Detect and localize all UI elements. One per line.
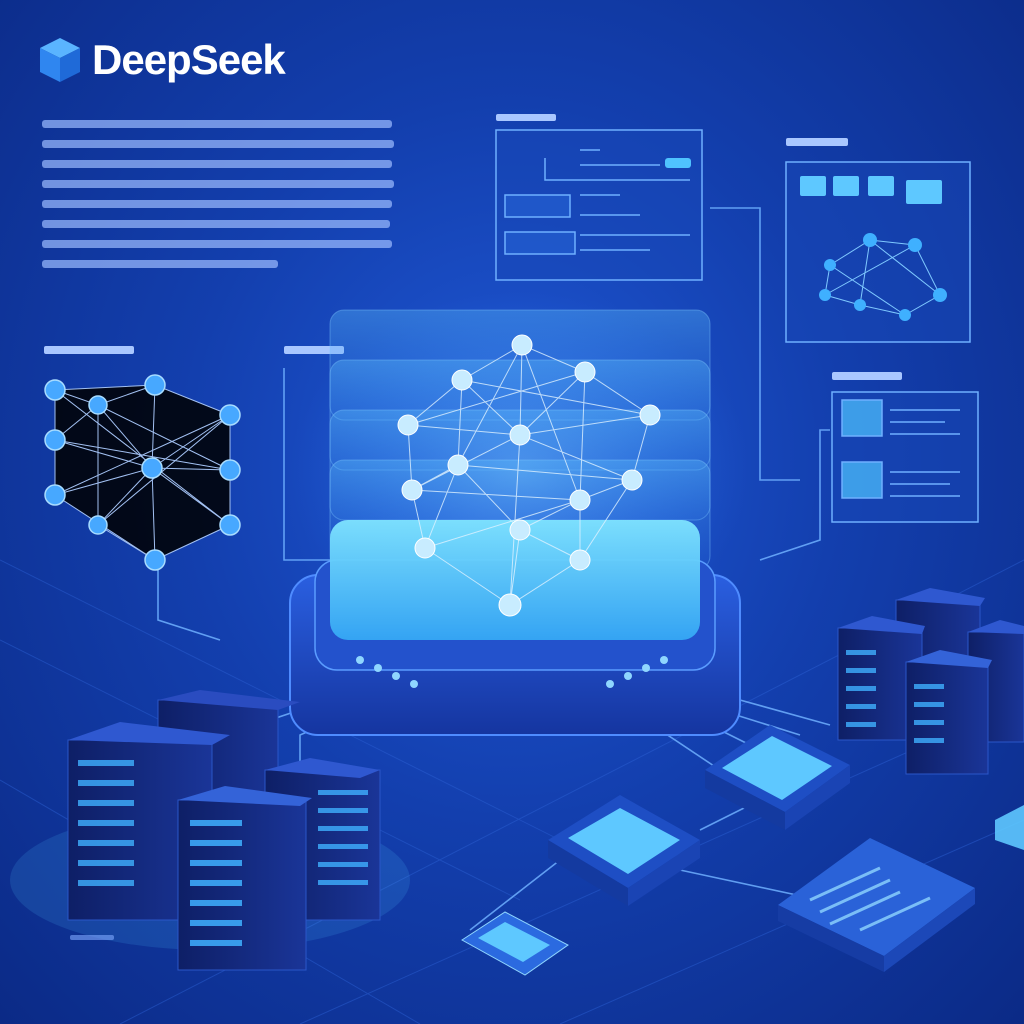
edge-device [995,805,1024,850]
server-racks-left [10,690,410,971]
brand-logo-spacer [38,38,82,82]
footnote-mark [70,935,114,940]
central-platform [289,520,741,736]
network-panel [785,138,971,343]
brand-header: DeepSeek [38,36,286,84]
server-rack [905,650,992,775]
left-network-graph [44,374,241,571]
brand-name: DeepSeek [92,36,286,83]
storage-panel [778,838,975,972]
network-switch [705,725,850,830]
chip-icon [461,911,569,976]
code-panel [495,114,703,281]
cube-icon [40,38,80,82]
caption-left [44,346,134,354]
network-switch [548,795,700,906]
caption-center [284,346,344,354]
server-racks-right [837,588,1024,775]
server-rack [177,786,312,971]
list-panel [831,372,979,523]
paragraph-text-block [42,120,394,268]
central-network-graph [397,334,661,617]
